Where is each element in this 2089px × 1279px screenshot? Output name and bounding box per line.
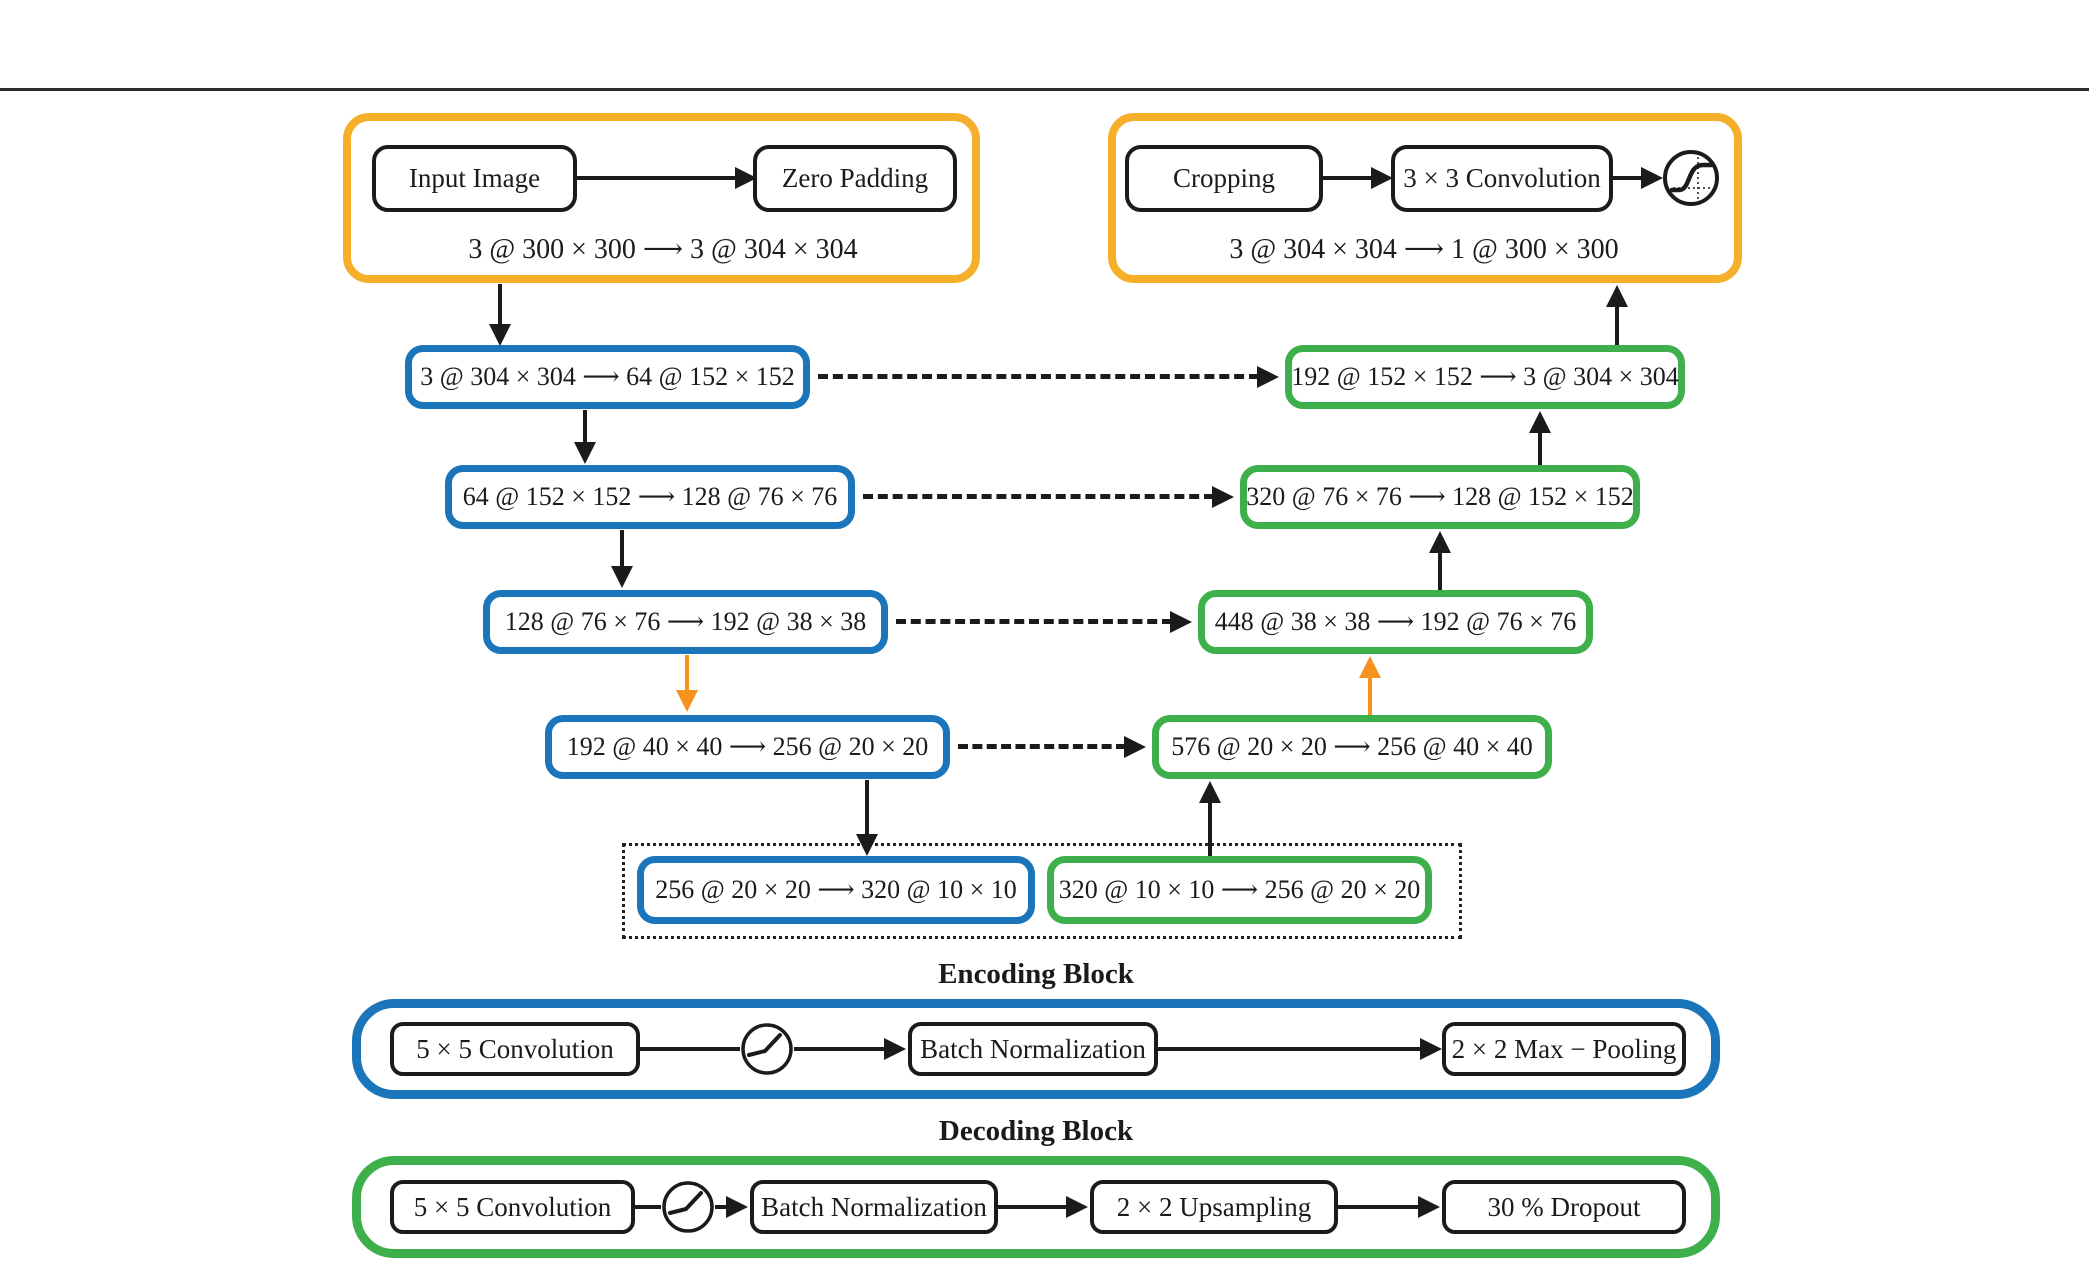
arrowhead-down-icon	[611, 566, 633, 588]
encoder-stage-4: 192 @ 40 × 40 ⟶ 256 @ 20 × 20	[545, 715, 950, 779]
input-to-padding-arrow	[577, 176, 735, 180]
flow-arrow-line	[498, 284, 502, 326]
page-top-rule	[0, 88, 2089, 91]
arrowhead-down-orange-icon	[676, 690, 698, 712]
arrowhead-right-icon	[1420, 1038, 1442, 1060]
encoder-stage-2: 64 @ 152 × 152 ⟶ 128 @ 76 × 76	[445, 465, 855, 529]
skip-connection-3	[896, 619, 1172, 624]
cropping-label: Cropping	[1172, 163, 1275, 193]
arrowhead-right-icon	[1371, 167, 1393, 189]
encoding-block-title: Encoding Block	[938, 958, 1134, 990]
encoding-maxpool-label: 2 × 2 Max − Pooling	[1451, 1033, 1677, 1064]
arrowhead-right-icon	[884, 1038, 906, 1060]
arrowhead-up-icon	[1606, 285, 1628, 307]
arrowhead-right-icon	[1641, 167, 1663, 189]
arrowhead-down-icon	[856, 834, 878, 856]
conv3x3-label: 3 × 3 Convolution	[1403, 163, 1601, 193]
arrowhead-right-icon	[1418, 1196, 1440, 1218]
encoder-stage-3: 128 @ 76 × 76 ⟶ 192 @ 38 × 38	[483, 590, 888, 654]
decoding-dropout-label: 30 % Dropout	[1487, 1191, 1641, 1222]
resize-arrow-line	[685, 655, 689, 692]
conv-to-sigmoid-arrow	[1613, 176, 1641, 180]
encoder-stage-3-label: 128 @ 76 × 76 ⟶ 192 @ 38 × 38	[504, 607, 867, 636]
encoding-conn-line	[1158, 1047, 1420, 1051]
decoding-batchnorm-label: Batch Normalization	[761, 1191, 987, 1222]
arrowhead-right-icon	[735, 167, 757, 189]
encoder-stage-1-label: 3 @ 304 × 304 ⟶ 64 @ 152 × 152	[420, 362, 795, 391]
encoder-stage-1: 3 @ 304 × 304 ⟶ 64 @ 152 × 152	[405, 345, 810, 409]
decoding-dropout-box: 30 % Dropout	[1442, 1180, 1686, 1234]
cropping-to-conv-arrow	[1323, 176, 1371, 180]
flow-arrow-line	[1438, 551, 1442, 590]
decoder-stage-2: 320 @ 76 × 76 ⟶ 128 @ 152 × 152	[1240, 465, 1640, 529]
arrowhead-down-icon	[574, 442, 596, 464]
decoder-stage-2-label: 320 @ 76 × 76 ⟶ 128 @ 152 × 152	[1246, 482, 1634, 511]
decoding-conn-line	[635, 1205, 661, 1209]
arrowhead-up-orange-icon	[1359, 656, 1381, 678]
zero-padding-box: Zero Padding	[753, 145, 957, 212]
skip-connection-1	[818, 374, 1259, 379]
arrowhead-right-icon	[1257, 366, 1279, 388]
arrowhead-up-icon	[1529, 411, 1551, 433]
arrowhead-right-icon	[1124, 736, 1146, 758]
output-group-caption: 3 @ 304 × 304 ⟶ 1 @ 300 × 300	[1229, 234, 1619, 265]
relu-icon	[741, 1023, 793, 1075]
flow-arrow-line	[1615, 305, 1619, 345]
arrowhead-up-icon	[1199, 781, 1221, 803]
encoding-batchnorm-label: Batch Normalization	[920, 1033, 1146, 1064]
decoder-stage-3: 448 @ 38 × 38 ⟶ 192 @ 76 × 76	[1198, 590, 1593, 654]
conv3x3-box: 3 × 3 Convolution	[1391, 145, 1613, 212]
flow-arrow-line	[583, 410, 587, 444]
arrowhead-right-icon	[1066, 1196, 1088, 1218]
flow-arrow-line	[620, 530, 624, 568]
decoding-upsampling-label: 2 × 2 Upsampling	[1116, 1191, 1312, 1222]
bottleneck-decoder-box: 320 @ 10 × 10 ⟶ 256 @ 20 × 20	[1047, 856, 1432, 924]
decoder-stage-4: 576 @ 20 × 20 ⟶ 256 @ 40 × 40	[1152, 715, 1552, 779]
decoding-conn-line	[1338, 1205, 1418, 1209]
decoding-conn-line	[715, 1205, 726, 1209]
decoder-stage-3-label: 448 @ 38 × 38 ⟶ 192 @ 76 × 76	[1214, 607, 1577, 636]
bottleneck-encoder-box: 256 @ 20 × 20 ⟶ 320 @ 10 × 10	[637, 856, 1035, 924]
bottleneck-decoder-label: 320 @ 10 × 10 ⟶ 256 @ 20 × 20	[1058, 875, 1421, 904]
decoder-stage-1-label: 192 @ 152 × 152 ⟶ 3 @ 304 × 304	[1291, 362, 1679, 391]
decoder-stage-4-label: 576 @ 20 × 20 ⟶ 256 @ 40 × 40	[1171, 732, 1533, 761]
encoding-batchnorm-box: Batch Normalization	[908, 1022, 1158, 1076]
resize-arrow-line	[1368, 676, 1372, 715]
encoding-conn-line	[794, 1047, 884, 1051]
decoding-conv-label: 5 × 5 Convolution	[413, 1191, 612, 1222]
encoding-conn-line	[640, 1047, 740, 1051]
arrowhead-up-icon	[1429, 531, 1451, 553]
flow-arrow-line	[1208, 801, 1212, 856]
zero-padding-label: Zero Padding	[781, 163, 929, 193]
skip-connection-4	[958, 744, 1126, 749]
input-group-caption: 3 @ 300 × 300 ⟶ 3 @ 304 × 304	[468, 234, 858, 265]
flow-arrow-line	[865, 780, 869, 836]
decoding-block-title: Decoding Block	[938, 1115, 1134, 1147]
input-image-box: Input Image	[372, 145, 577, 212]
decoder-stage-1: 192 @ 152 × 152 ⟶ 3 @ 304 × 304	[1285, 345, 1685, 409]
decoding-conv-box: 5 × 5 Convolution	[390, 1180, 635, 1234]
decoding-batchnorm-box: Batch Normalization	[750, 1180, 998, 1234]
flow-arrow-line	[1538, 431, 1542, 465]
arrowhead-right-icon	[1212, 486, 1234, 508]
decoding-conn-line	[998, 1205, 1066, 1209]
arrowhead-down-icon	[489, 324, 511, 346]
skip-connection-2	[863, 494, 1214, 499]
decoding-upsampling-box: 2 × 2 Upsampling	[1090, 1180, 1338, 1234]
encoding-maxpool-box: 2 × 2 Max − Pooling	[1442, 1022, 1686, 1076]
encoder-stage-2-label: 64 @ 152 × 152 ⟶ 128 @ 76 × 76	[462, 482, 838, 511]
cropping-box: Cropping	[1125, 145, 1323, 212]
bottleneck-encoder-label: 256 @ 20 × 20 ⟶ 320 @ 10 × 10	[655, 875, 1017, 904]
encoding-conv-box: 5 × 5 Convolution	[390, 1022, 640, 1076]
arrowhead-right-icon	[1170, 611, 1192, 633]
relu-icon	[662, 1181, 714, 1233]
arrowhead-right-icon	[726, 1196, 748, 1218]
encoder-stage-4-label: 192 @ 40 × 40 ⟶ 256 @ 20 × 20	[566, 732, 929, 761]
encoding-conv-label: 5 × 5 Convolution	[416, 1033, 614, 1064]
sigmoid-icon	[1663, 150, 1719, 206]
input-image-label: Input Image	[408, 163, 541, 193]
